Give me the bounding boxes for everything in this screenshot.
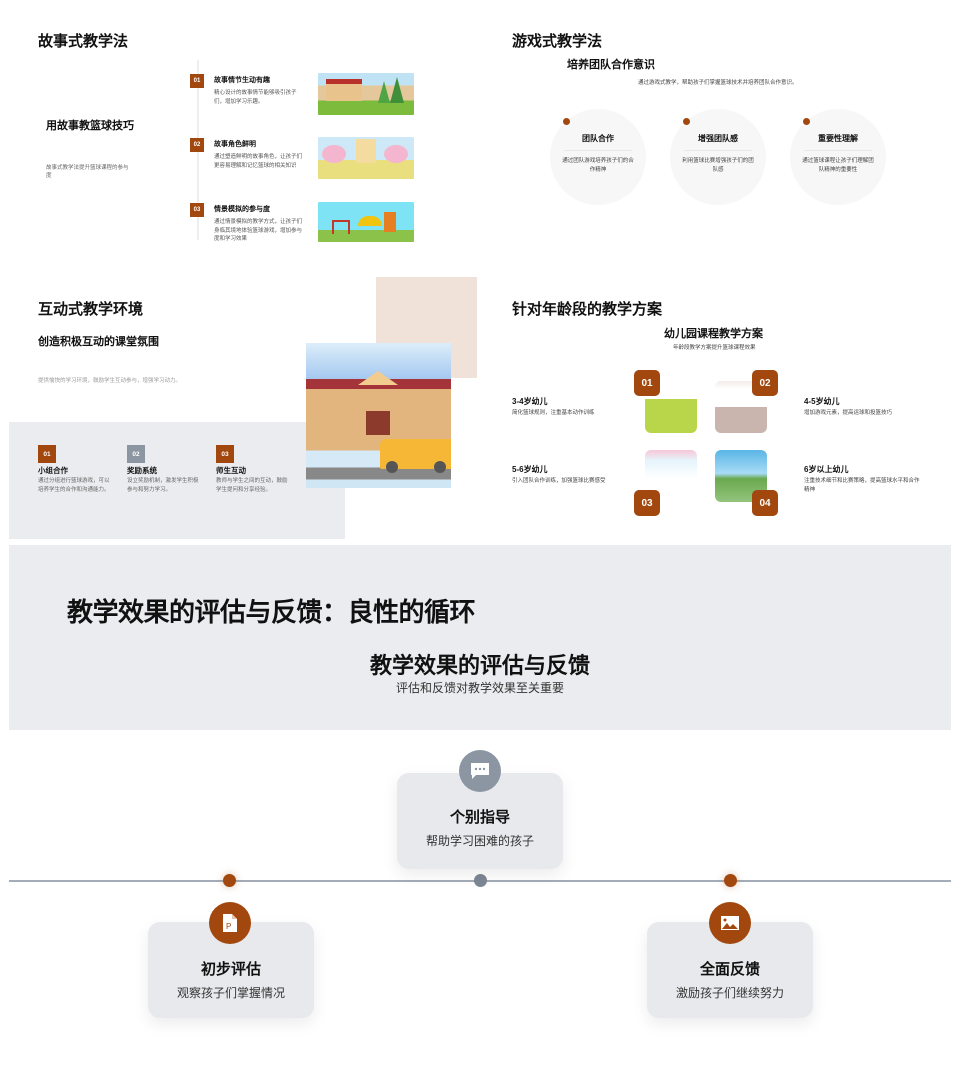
slide4-subtitle: 幼儿园课程教学方案 [664, 328, 763, 340]
image-icon [709, 902, 751, 944]
item-number-badge: 02 [190, 138, 204, 152]
item-desc: 教师与学生之间的互动，鼓励学生提问和分享经验。 [216, 478, 288, 493]
item-number-badge: 03 [216, 445, 234, 463]
slide3-description: 提供愉快的学习环境，鼓励学生互动参与，增强学习动力。 [38, 378, 182, 384]
ppt-file-icon: P [209, 902, 251, 944]
circle-desc: 通过团队游戏培养孩子们的合作精神 [562, 158, 634, 173]
timeline-node [724, 874, 737, 887]
item-desc: 设立奖励机制，激发学生积极参与和努力学习。 [127, 478, 199, 493]
feature-circle [790, 109, 886, 205]
slide2-subtitle: 培养团队合作意识 [567, 59, 655, 71]
item-desc: 通过情景模拟的教学方式，让孩子们身临其境地体验篮球游戏，增加参与度和学习效果 [214, 219, 303, 242]
card-desc: 观察孩子们掌握情况 [176, 986, 285, 1000]
card-title: 全面反馈 [699, 961, 760, 978]
chat-bubble-icon [459, 750, 501, 792]
age-desc: 注重技术细节和比赛策略，提高篮球水平和合作精神 [804, 478, 920, 493]
cherry-blossom-illustration [318, 137, 414, 179]
slide2-title: 游戏式教学法 [512, 33, 603, 50]
timeline-node [474, 874, 487, 887]
age-number-badge: 04 [752, 490, 778, 516]
circle-desc: 通过篮球课程让孩子们理解团队精神的重要性 [802, 158, 874, 173]
slide2-description: 通过游戏式教学，帮助孩子们掌握篮球技术并培养团队合作意识。 [638, 80, 798, 86]
school-bus-illustration [306, 343, 451, 488]
bullet-dot [803, 118, 810, 125]
slide3-title: 互动式教学环境 [38, 301, 144, 318]
bullet-dot [563, 118, 570, 125]
svg-text:P: P [226, 922, 231, 931]
circle-title: 增强团队感 [698, 134, 738, 143]
slide4-description: 年龄段教学方案提升篮球课程效果 [673, 345, 756, 351]
item-number-badge: 02 [127, 445, 145, 463]
card-title: 个别指导 [449, 809, 510, 826]
slide1-description: 故事式教学法提升篮球课程的参与度 [46, 165, 129, 179]
circle-divider [804, 150, 872, 151]
card-title: 初步评估 [200, 961, 261, 978]
banner-title: 教学效果的评估与反馈：良性的循环 [67, 597, 476, 627]
age-desc: 增加游戏元素，提高运球和投篮技巧 [804, 410, 893, 416]
item-desc: 通过分组进行篮球游戏，可以培养学生的合作和沟通能力。 [38, 478, 110, 493]
slide3-subtitle: 创造积极互动的课堂氛围 [38, 336, 159, 348]
item-desc: 精心设计的故事情节能够吸引孩子们，增加学习乐趣。 [214, 90, 297, 105]
age-title: 6岁以上幼儿 [804, 465, 849, 474]
card-desc: 激励孩子们继续努力 [675, 986, 784, 1000]
item-title: 情景模拟的参与度 [214, 206, 270, 213]
item-title: 奖励系统 [127, 466, 157, 475]
item-title: 师生互动 [216, 466, 246, 475]
age-number-badge: 01 [634, 370, 660, 396]
circle-divider [564, 150, 632, 151]
age-number-badge: 03 [634, 490, 660, 516]
bullet-dot [683, 118, 690, 125]
circle-title: 重要性理解 [818, 134, 858, 143]
item-number-badge: 03 [190, 203, 204, 217]
item-title: 故事角色鲜明 [214, 141, 256, 148]
item-desc: 通过塑造鲜明的故事角色，让孩子们更容易理解和记忆篮球的相关知识 [214, 154, 303, 169]
age-title: 4-5岁幼儿 [804, 397, 840, 406]
circle-divider [684, 150, 752, 151]
age-title: 3-4岁幼儿 [512, 397, 548, 406]
item-title: 故事情节生动有趣 [214, 77, 270, 84]
item-number-badge: 01 [38, 445, 56, 463]
age-desc: 简化篮球规则，注重基本动作训练 [512, 410, 595, 416]
school-illustration [318, 73, 414, 115]
playground-illustration [318, 202, 414, 242]
card-desc: 帮助学习困难的孩子 [425, 834, 534, 848]
banner-subheading: 评估和反馈对教学效果至关重要 [395, 681, 564, 695]
slide1-title: 故事式教学法 [38, 33, 129, 50]
item-title: 小组合作 [38, 466, 68, 475]
age-number-badge: 02 [752, 370, 778, 396]
slide4-title: 针对年龄段的教学方案 [512, 301, 663, 318]
feature-circle [550, 109, 646, 205]
features-panel [9, 422, 345, 539]
circle-desc: 利用篮球比赛增强孩子们的团队感 [682, 158, 754, 173]
banner-heading: 教学效果的评估与反馈 [369, 653, 590, 678]
feature-circle [670, 109, 766, 205]
age-desc: 引入团队合作训练，加强篮球比赛感受 [512, 478, 606, 484]
evaluation-banner: 教学效果的评估与反馈：良性的循环 教学效果的评估与反馈 评估和反馈对教学效果至关… [9, 545, 951, 730]
item-number-badge: 01 [190, 74, 204, 88]
slide1-subtitle: 用故事教篮球技巧 [46, 120, 134, 132]
timeline-node [223, 874, 236, 887]
circle-title: 团队合作 [582, 134, 614, 143]
age-title: 5-6岁幼儿 [512, 465, 548, 474]
